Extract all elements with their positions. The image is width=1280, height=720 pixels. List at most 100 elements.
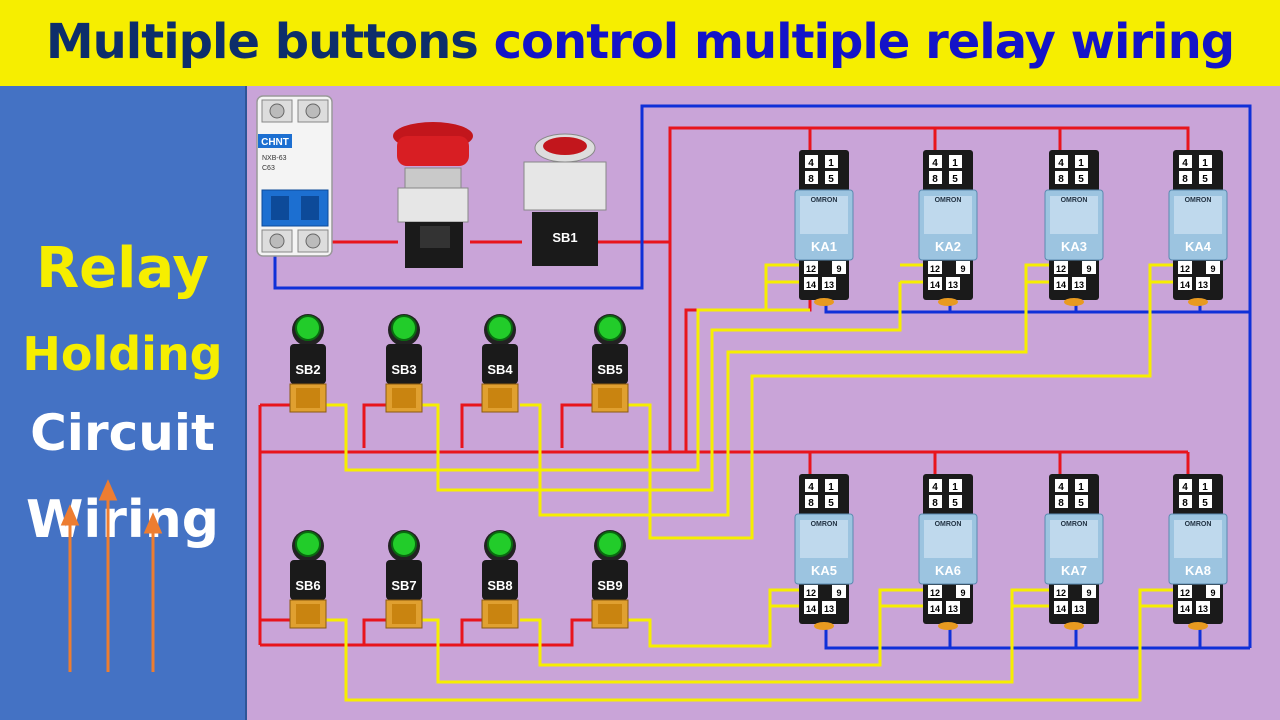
- relay-terminal-label: 5: [1078, 174, 1084, 185]
- relay-label: KA3: [1061, 239, 1087, 254]
- relay-terminal-label: 13: [824, 604, 834, 614]
- wires: [258, 104, 1252, 702]
- relay-terminal-label: 4: [932, 158, 938, 169]
- relay-terminal-label: 14: [930, 604, 940, 614]
- emergency-stop-button[interactable]: [393, 122, 473, 268]
- relay-terminal-label: 8: [808, 498, 814, 509]
- control-wires: [326, 263, 1184, 702]
- breaker-model: NXB-63: [262, 155, 287, 162]
- relay-brand: OMRON: [935, 521, 962, 528]
- side-panel: Relay Holding Circuit Wiring: [0, 86, 247, 720]
- relay-terminal-label: 14: [806, 280, 816, 290]
- relay-terminal-label: 13: [1074, 604, 1084, 614]
- relay-terminal-label: 1: [1202, 482, 1208, 493]
- title-bar: Multiple buttons control multiple relay …: [0, 0, 1280, 86]
- breaker-brand: CHNT: [261, 137, 289, 148]
- relay-terminal-label: 9: [960, 264, 965, 274]
- sb1-label: SB1: [552, 230, 577, 245]
- relay-terminal-label: 12: [930, 588, 940, 598]
- relay-terminal-label: 1: [1078, 482, 1084, 493]
- relay-terminal-label: 12: [1056, 588, 1066, 598]
- push-button-sb9[interactable]: SB9: [591, 530, 629, 629]
- relay-terminal-label: 14: [930, 280, 940, 290]
- relay-terminal-label: 14: [1180, 604, 1190, 614]
- relay-terminal-label: 8: [932, 174, 938, 185]
- title-part-2: control multiple relay wiring: [493, 14, 1236, 70]
- push-button-label: SB5: [597, 362, 622, 377]
- relay-terminal-label: 13: [948, 604, 958, 614]
- relay-terminal-label: 4: [808, 158, 814, 169]
- relay-terminal-label: 4: [1182, 158, 1188, 169]
- relay-terminal-label: 4: [1182, 482, 1188, 493]
- relay-terminal-label: 8: [1182, 498, 1188, 509]
- relay-brand: OMRON: [935, 197, 962, 204]
- title-part-1: Multiple buttons: [45, 14, 479, 70]
- relay-terminal-label: 1: [952, 158, 958, 169]
- relay-terminal-label: 5: [952, 498, 958, 509]
- push-button-label: SB9: [597, 578, 622, 593]
- up-arrows-icon: [60, 479, 163, 672]
- relay-terminal-label: 13: [948, 280, 958, 290]
- relay-terminal-label: 8: [932, 498, 938, 509]
- relay-terminal-label: 5: [828, 174, 834, 185]
- relay-terminal-label: 8: [1058, 174, 1064, 185]
- push-button-sb3[interactable]: SB3: [385, 314, 423, 413]
- relay-label: KA8: [1185, 563, 1211, 578]
- relay-terminal-label: 9: [1086, 588, 1091, 598]
- sb1-button[interactable]: SB1: [523, 133, 607, 266]
- relay-terminal-label: 12: [1180, 264, 1190, 274]
- side-title-relay: Relay: [36, 236, 209, 301]
- relay-brand: OMRON: [1061, 521, 1088, 528]
- relay-terminal-label: 5: [1078, 498, 1084, 509]
- push-button-sb7[interactable]: SB7: [385, 530, 423, 629]
- push-button-label: SB4: [487, 362, 513, 377]
- relay-terminal-label: 1: [1078, 158, 1084, 169]
- relay-terminal-label: 9: [1086, 264, 1091, 274]
- push-button-label: SB3: [391, 362, 416, 377]
- breaker-rating: C63: [262, 165, 275, 172]
- relay-terminal-label: 8: [1058, 498, 1064, 509]
- relay-label: KA2: [935, 239, 961, 254]
- relay-terminal-label: 8: [1182, 174, 1188, 185]
- relay-terminal-label: 12: [1056, 264, 1066, 274]
- relay-terminal-label: 14: [1056, 280, 1066, 290]
- push-button-label: SB7: [391, 578, 416, 593]
- relay-brand: OMRON: [1185, 521, 1212, 528]
- relay-terminal-label: 5: [952, 174, 958, 185]
- relay-terminal-label: 12: [806, 588, 816, 598]
- push-button-label: SB8: [487, 578, 512, 593]
- relay-brand: OMRON: [811, 197, 838, 204]
- push-button-sb6[interactable]: SB6: [289, 530, 327, 629]
- push-button-sb2[interactable]: SB2: [289, 314, 327, 413]
- relay-terminal-label: 8: [808, 174, 814, 185]
- relay-label: KA7: [1061, 563, 1087, 578]
- relay-terminal-label: 9: [836, 588, 841, 598]
- circuit-breaker: CHNT NXB-63 C63: [256, 95, 333, 257]
- relay-terminal-label: 1: [952, 482, 958, 493]
- relay-label: KA6: [935, 563, 961, 578]
- relay-terminal-label: 12: [1180, 588, 1190, 598]
- relay-terminal-label: 14: [806, 604, 816, 614]
- side-title-holding: Holding: [22, 327, 223, 381]
- relay-label: KA5: [811, 563, 837, 578]
- relay-label: KA4: [1185, 239, 1212, 254]
- relay-terminal-label: 13: [1198, 280, 1208, 290]
- relay-terminal-label: 12: [930, 264, 940, 274]
- push-button-label: SB6: [295, 578, 320, 593]
- push-button-sb8[interactable]: SB8: [481, 530, 519, 629]
- push-button-sb4[interactable]: SB4: [481, 314, 519, 413]
- relay-terminal-label: 1: [828, 482, 834, 493]
- relay-label: KA1: [811, 239, 837, 254]
- push-button-sb5[interactable]: SB5: [591, 314, 629, 413]
- relay-terminal-label: 14: [1180, 280, 1190, 290]
- page-title: Multiple buttons control multiple relay …: [0, 12, 1280, 72]
